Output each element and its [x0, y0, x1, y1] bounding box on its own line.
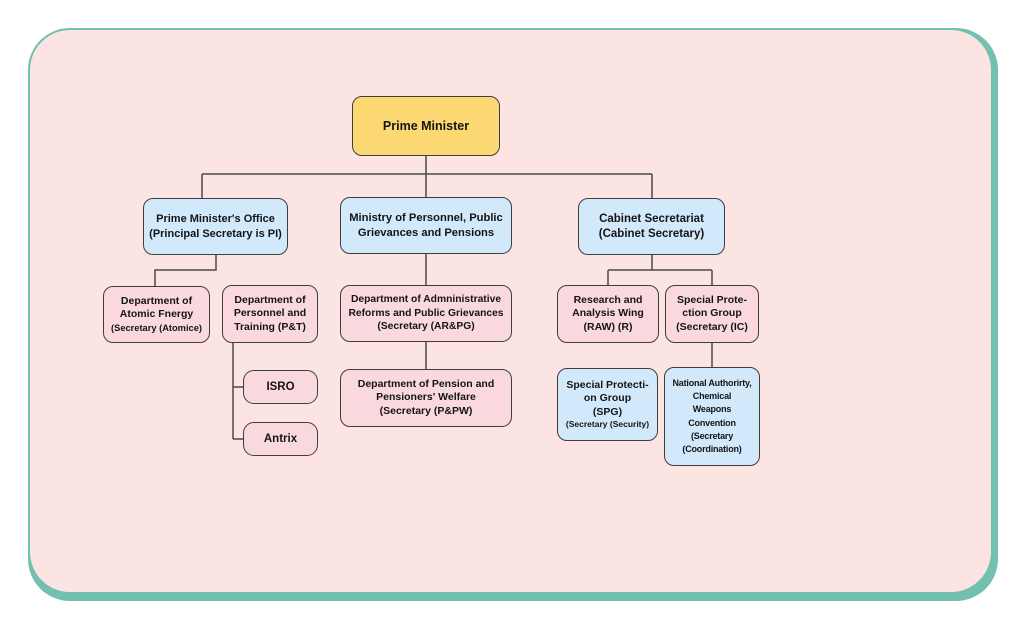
- node-label: Department of: [234, 293, 306, 306]
- node-label: Weapons: [692, 404, 732, 415]
- node-prime-minister: Prime Minister: [352, 96, 500, 156]
- node-label: (Cabinet Secretary): [598, 227, 705, 240]
- node-label: Antrix: [263, 432, 298, 445]
- node-national-authority: National Authorirty, Chemical Weapons Co…: [664, 367, 760, 466]
- node-prime-ministers-office: Prime Minister's Office (Principal Secre…: [143, 198, 288, 255]
- node-dept-atomic-energy: Department of Atomic Fnergy (Secretary (…: [103, 286, 210, 343]
- node-label: Grievances and Pensions: [357, 226, 495, 239]
- node-label: Training (P&T): [234, 320, 306, 333]
- node-label: (Principal Secretary is PI): [149, 227, 282, 240]
- node-label: Special Protecti-: [566, 378, 649, 391]
- node-label: Personnel and: [233, 307, 307, 320]
- node-ministry-personnel: Ministry of Personnel, Public Grievances…: [340, 197, 512, 254]
- node-label: ction Group: [682, 307, 742, 320]
- node-label: Reforms and Public Grievances: [348, 307, 504, 319]
- node-label: (Coordination): [682, 443, 742, 454]
- node-label: Department of Pension and: [357, 377, 495, 390]
- node-label: Pensioners' Welfare: [376, 391, 476, 404]
- node-label: Special Prote-: [676, 293, 748, 306]
- node-label: (Secretary (AR&PG): [377, 321, 475, 333]
- node-antrix: Antrix: [243, 422, 318, 456]
- node-label: Department of Admninistrative: [350, 294, 502, 306]
- node-label: Department of: [120, 294, 193, 307]
- node-label: (Secretary (P&PW): [379, 404, 473, 417]
- node-label: Convention: [688, 417, 736, 428]
- node-label: Research and: [573, 293, 643, 306]
- node-label: (SPG): [592, 405, 623, 418]
- node-label: Prime Minister: [382, 118, 470, 133]
- node-label: Prime Minister's Office: [156, 213, 275, 226]
- node-label: Atomic Fnergy: [119, 308, 194, 321]
- node-label: (Secretary (IC): [676, 320, 748, 333]
- node-special-protection-group-secretariat: Special Prote- ction Group (Secretary (I…: [665, 285, 759, 343]
- node-label: National Authorirty,: [672, 378, 752, 389]
- node-label: on Group: [583, 392, 632, 405]
- node-label: Cabinet Secretariat: [599, 212, 704, 225]
- node-special-protection-group-spg: Special Protecti- on Group (SPG) (Secret…: [557, 368, 658, 441]
- node-sublabel: (Secretary (Security): [565, 419, 650, 430]
- node-cabinet-secretariat: Cabinet Secretariat (Cabinet Secretary): [578, 198, 725, 255]
- node-research-analysis-wing: Research and Analysis Wing (RAW) (R): [557, 285, 659, 343]
- node-isro: ISRO: [243, 370, 318, 404]
- node-label: ISRO: [266, 380, 295, 393]
- node-dept-personnel-training: Department of Personnel and Training (P&…: [222, 285, 318, 343]
- node-label: Ministry of Personnel, Public: [349, 211, 503, 224]
- node-label: Analysis Wing: [572, 307, 644, 320]
- node-label: Chemical: [692, 391, 732, 402]
- node-label: (Secretary: [690, 430, 734, 441]
- node-sublabel: (Secretary (Atomice): [111, 323, 202, 334]
- node-dept-pension-welfare: Department of Pension and Pensioners' We…: [340, 369, 512, 427]
- node-label: (RAW) (R): [583, 320, 633, 333]
- node-dept-admin-reforms: Department of Admninistrative Reforms an…: [340, 285, 512, 342]
